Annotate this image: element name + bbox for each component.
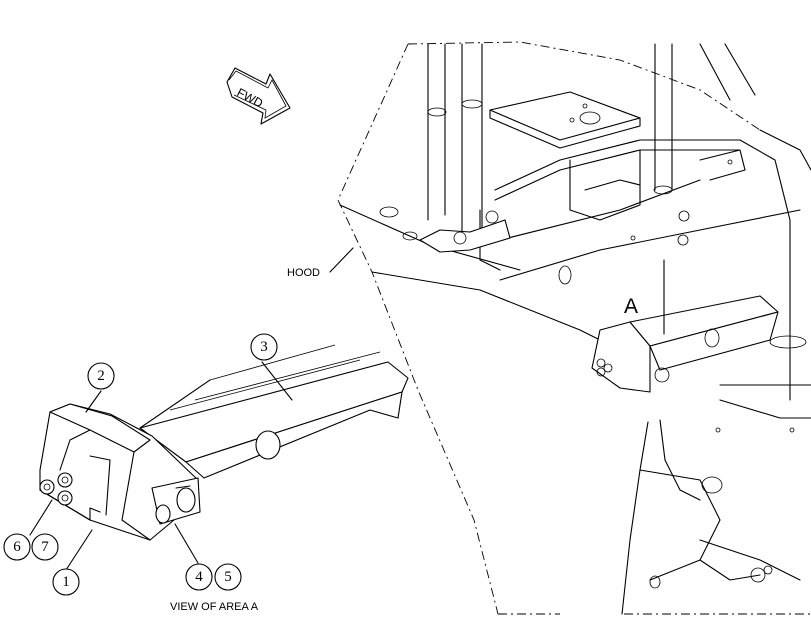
view-caption: VIEW OF AREA A bbox=[170, 601, 259, 613]
view-marker-a: A bbox=[624, 295, 638, 318]
hood-outline bbox=[337, 41, 811, 615]
callout-4: 4 bbox=[185, 563, 213, 591]
callout-5: 5 bbox=[214, 563, 242, 591]
callout-3: 3 bbox=[250, 333, 278, 361]
machine-frame bbox=[339, 43, 811, 615]
bracket-exploded bbox=[39, 344, 409, 541]
hood-label: HOOD bbox=[287, 267, 320, 279]
callout-1-number: 1 bbox=[62, 574, 70, 590]
bracket-in-situ: A bbox=[591, 259, 779, 393]
callout-2-number: 2 bbox=[97, 368, 105, 384]
callout-5-number: 5 bbox=[224, 569, 232, 585]
hood-callout: HOOD bbox=[287, 247, 354, 279]
callout-1: 1 bbox=[52, 568, 80, 596]
callout-6-number: 6 bbox=[13, 539, 21, 555]
callout-2: 2 bbox=[87, 362, 115, 390]
callout-7-number: 7 bbox=[41, 539, 49, 555]
callout-leaders bbox=[29, 361, 293, 571]
callout-3-number: 3 bbox=[260, 339, 268, 355]
callout-4-number: 4 bbox=[195, 569, 203, 585]
fwd-arrow-icon: FWD bbox=[226, 67, 291, 125]
callout-7: 7 bbox=[31, 533, 59, 561]
callout-6: 6 bbox=[3, 533, 31, 561]
